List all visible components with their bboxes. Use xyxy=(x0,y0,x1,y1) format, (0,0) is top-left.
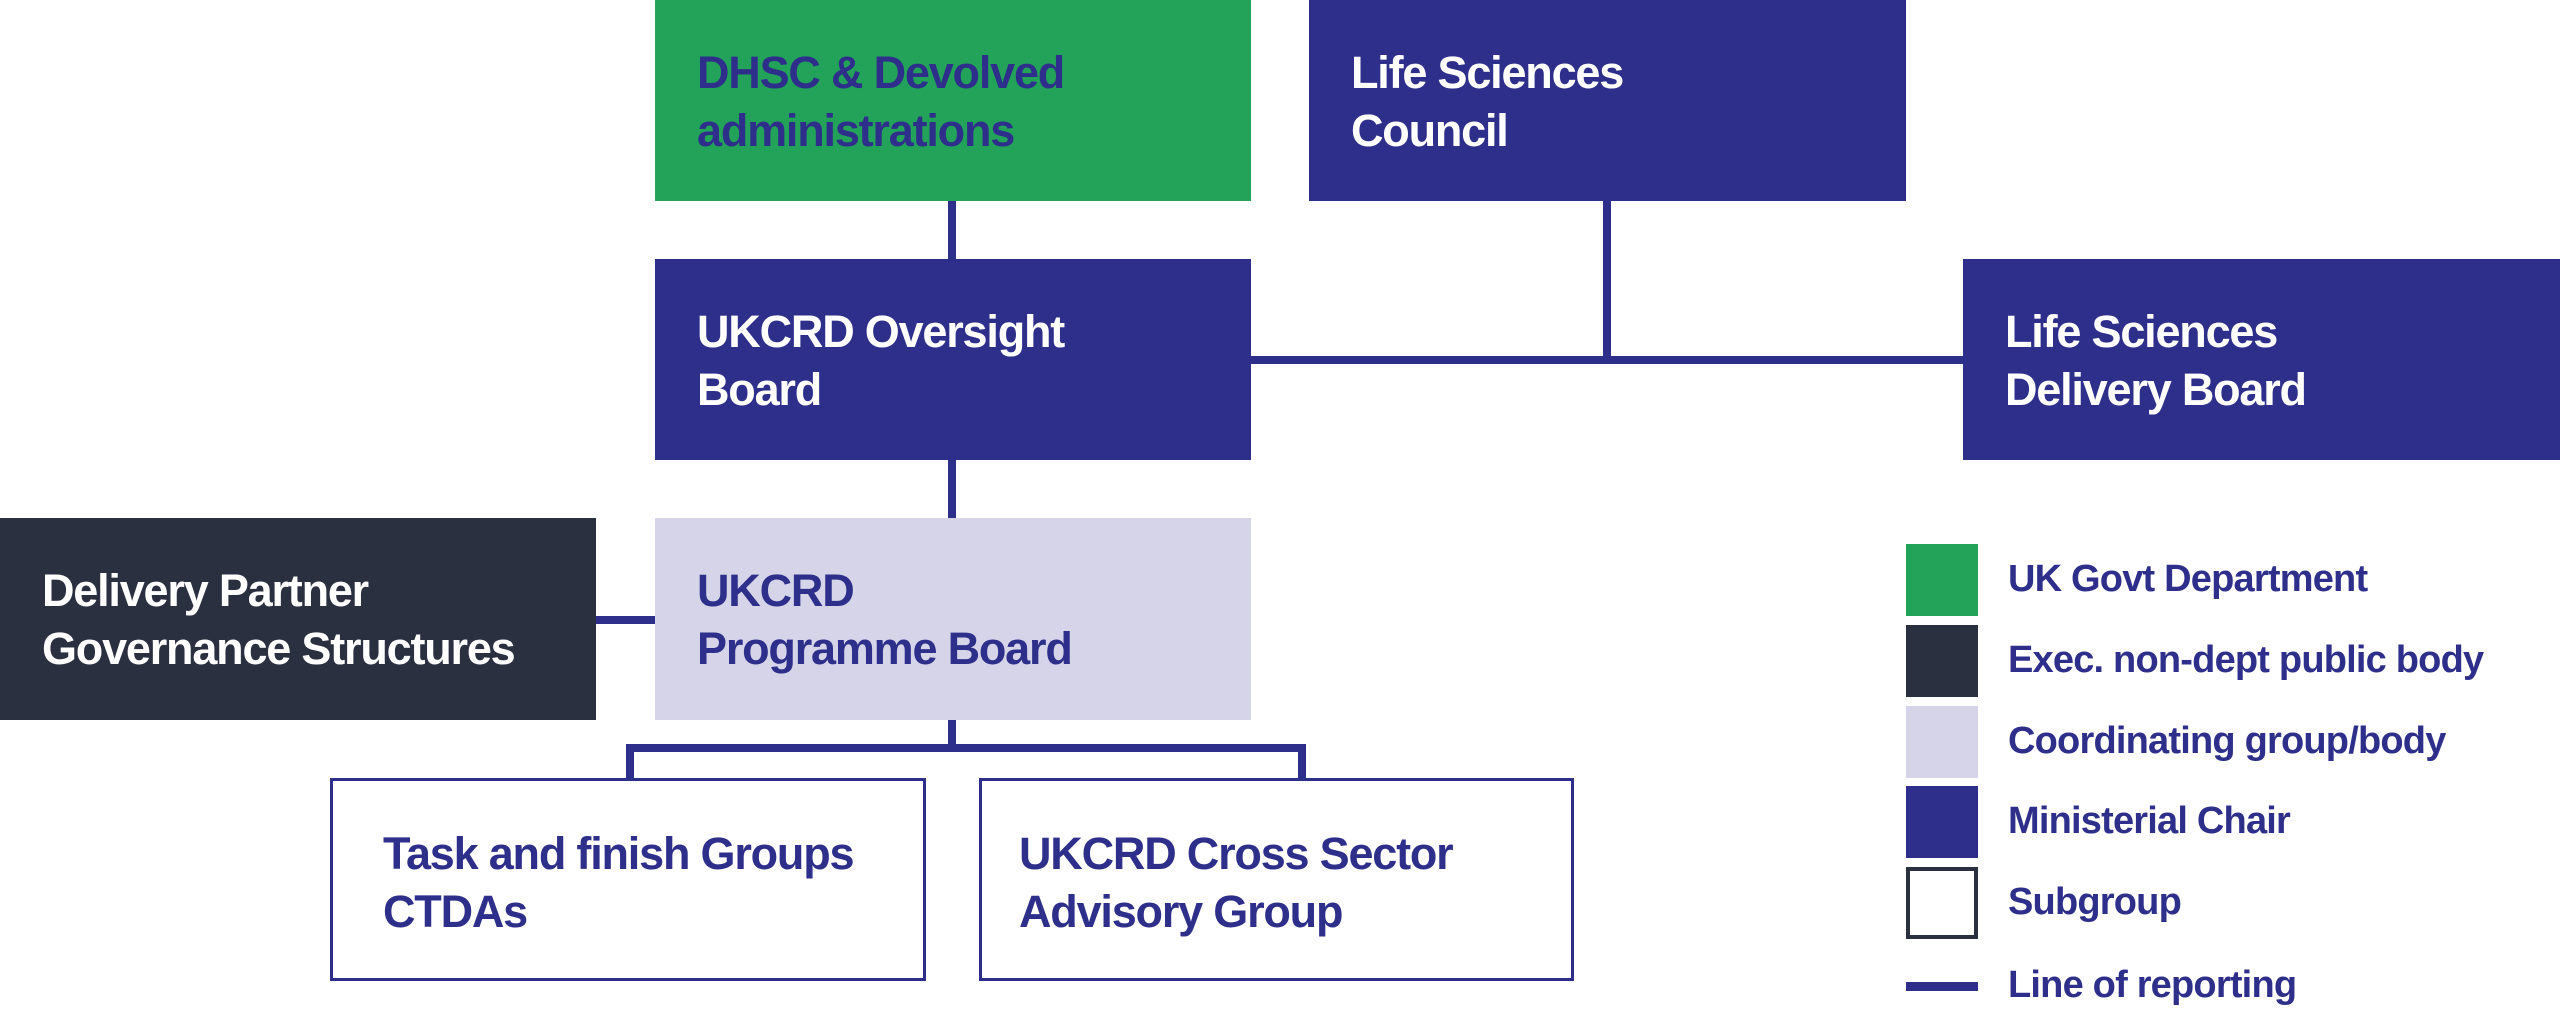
connector-oversight-programme xyxy=(948,460,956,518)
legend-swatch-green xyxy=(1906,544,1978,616)
node-label: Life Sciences Delivery Board xyxy=(2005,303,2307,419)
node-label-line: Board xyxy=(697,364,822,415)
legend-swatch-dark xyxy=(1906,625,1978,697)
node-label-line: Programme Board xyxy=(697,623,1073,674)
node-label: UKCRD Oversight Board xyxy=(697,303,1065,419)
node-label-line: Delivery Partner xyxy=(42,565,369,616)
connector-oversight-delivery-board xyxy=(1251,356,1963,364)
legend-line-icon xyxy=(1906,982,1978,991)
node-label-line: Council xyxy=(1351,105,1509,156)
legend-label: Coordinating group/body xyxy=(2008,720,2446,762)
legend-label: Subgroup xyxy=(2008,881,2182,923)
node-label-line: UKCRD xyxy=(697,565,855,616)
node-label-line: UKCRD Cross Sector xyxy=(1019,828,1454,879)
node-label: Delivery Partner Governance Structures xyxy=(42,562,516,678)
node-label: DHSC & Devolved administrations xyxy=(697,44,1065,160)
node-ukcrd-cross-sector-advisory-group: UKCRD Cross Sector Advisory Group xyxy=(979,778,1574,981)
node-life-sciences-council: Life Sciences Council xyxy=(1309,0,1906,201)
legend-swatch-lavender xyxy=(1906,706,1978,778)
node-label-line: administrations xyxy=(697,105,1015,156)
node-label-line: Governance Structures xyxy=(42,623,516,674)
node-ukcrd-programme-board: UKCRD Programme Board xyxy=(655,518,1251,720)
connector-programme-down xyxy=(948,720,956,750)
connector-council-vertical xyxy=(1603,201,1611,364)
node-task-and-finish-groups: Task and finish Groups CTDAs xyxy=(330,778,926,981)
node-delivery-partner-governance: Delivery Partner Governance Structures xyxy=(0,518,596,720)
node-label: UKCRD Cross Sector Advisory Group xyxy=(1019,825,1454,941)
node-ukcrd-oversight-board: UKCRD Oversight Board xyxy=(655,259,1251,460)
node-dhsc-devolved-administrations: DHSC & Devolved administrations xyxy=(655,0,1251,201)
node-label-line: CTDAs xyxy=(383,886,528,937)
connector-partner-programme xyxy=(596,616,655,624)
legend-swatch-outline xyxy=(1906,867,1978,939)
connector-cross-drop xyxy=(1298,744,1306,780)
node-label-line: Advisory Group xyxy=(1019,886,1343,937)
node-label: Task and finish Groups CTDAs xyxy=(383,825,855,941)
node-label-line: DHSC & Devolved xyxy=(697,47,1065,98)
legend-label: Exec. non-dept public body xyxy=(2008,639,2484,681)
node-label-line: Life Sciences xyxy=(1351,47,1624,98)
legend-label: Line of reporting xyxy=(2008,964,2297,1006)
legend-label: Ministerial Chair xyxy=(2008,800,2291,842)
node-life-sciences-delivery-board: Life Sciences Delivery Board xyxy=(1963,259,2560,460)
connector-task-drop xyxy=(626,744,634,780)
connector-dhsc-oversight xyxy=(948,201,956,259)
node-label-line: Life Sciences xyxy=(2005,306,2278,357)
node-label-line: Delivery Board xyxy=(2005,364,2307,415)
node-label: UKCRD Programme Board xyxy=(697,562,1073,678)
node-label-line: Task and finish Groups xyxy=(383,828,855,879)
node-label: Life Sciences Council xyxy=(1351,44,1624,160)
node-label-line: UKCRD Oversight xyxy=(697,306,1065,357)
connector-subgroups-bar xyxy=(626,744,1306,752)
legend-label: UK Govt Department xyxy=(2008,558,2368,600)
legend-swatch-navy xyxy=(1906,786,1978,858)
